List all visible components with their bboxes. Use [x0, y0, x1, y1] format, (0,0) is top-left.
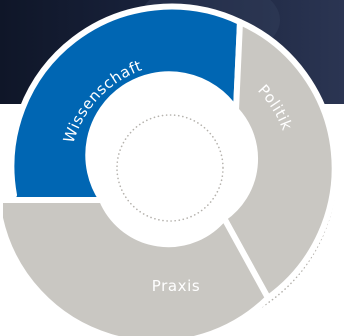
segment-praxis: [0, 197, 271, 336]
inner-hub: [110, 108, 230, 228]
label-praxis: Praxis: [152, 277, 201, 295]
segment-politik: [221, 19, 338, 301]
inner-dotted-ring: [116, 114, 224, 222]
